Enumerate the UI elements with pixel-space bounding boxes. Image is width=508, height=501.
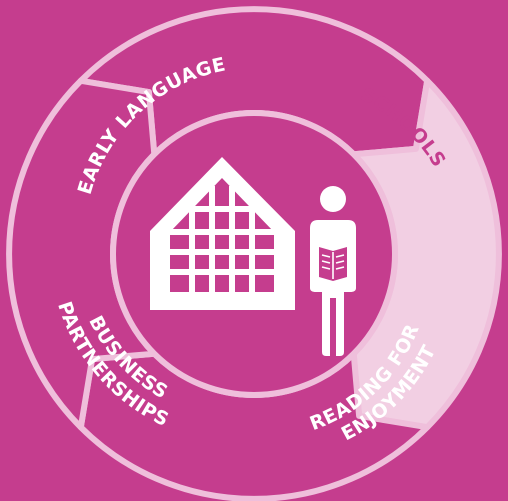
child-reading-book-icon [310, 186, 356, 356]
school-building-icon [150, 157, 295, 310]
